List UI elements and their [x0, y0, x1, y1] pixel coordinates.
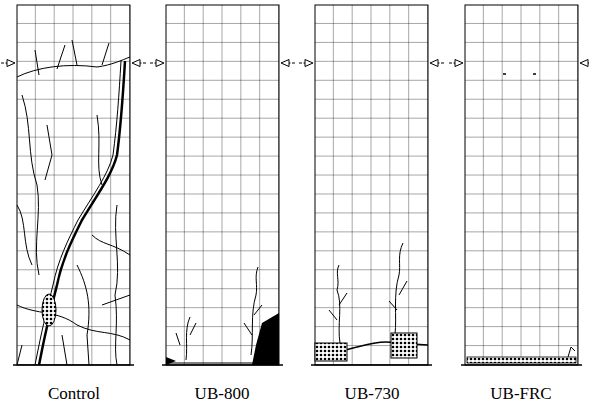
specimen-label: UB-FRC: [490, 384, 551, 404]
arrow-head: [132, 60, 140, 67]
ub730-column: [311, 5, 432, 365]
arrow-head: [7, 60, 15, 67]
arrow-head: [580, 60, 588, 67]
specimen-label: UB-730: [345, 384, 400, 404]
arrow-head: [455, 60, 463, 67]
arrow-head: [281, 60, 289, 67]
load-arrows: [1, 60, 589, 67]
control-column: [13, 5, 134, 365]
ubfrc-column: [461, 5, 582, 365]
arrow-head: [305, 60, 313, 67]
specimen-label: UB-800: [195, 384, 250, 404]
specimen-label: Control: [48, 384, 100, 404]
arrow-head: [156, 60, 164, 67]
ub800-column: [162, 5, 283, 365]
arrow-head: [430, 60, 438, 67]
